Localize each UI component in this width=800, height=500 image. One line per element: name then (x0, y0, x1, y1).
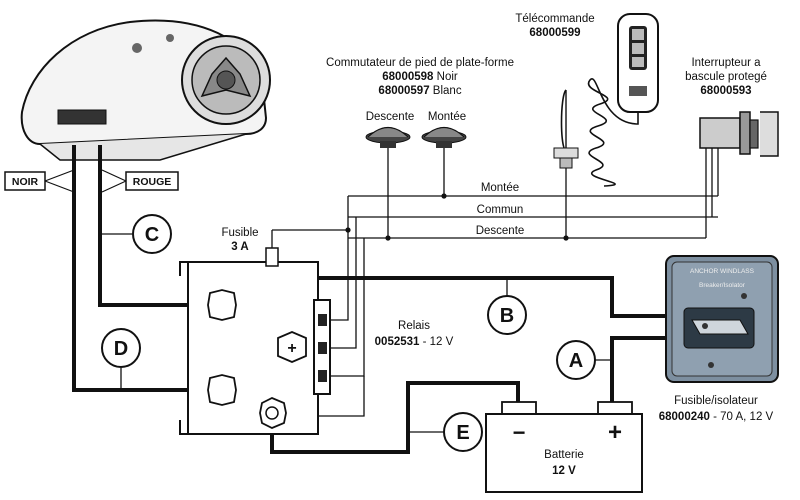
junction-dots (345, 193, 569, 241)
circle-label-e: E (408, 412, 483, 452)
wire-label-common: Commun (477, 204, 524, 216)
battery-voltage: 12 V (552, 465, 576, 477)
fuse-3a (265, 247, 279, 267)
circle-label-d: D (101, 328, 141, 390)
noir-label: NOIR (12, 176, 39, 188)
power-wiring (72, 145, 668, 454)
foot-switch-part-black: 68000598 Noir (382, 71, 458, 83)
battery-plus: + (608, 419, 622, 446)
foot-switch-part-white: 68000597 Blanc (378, 85, 461, 97)
relay-box: + (179, 261, 331, 435)
circle-label-a: A (556, 340, 612, 380)
breaker-label: Fusible/isolateur (674, 395, 758, 407)
wire-label-up: Montée (481, 182, 519, 194)
svg-text:E: E (456, 422, 469, 444)
noir-pointer (44, 169, 75, 193)
circle-label-b: B (487, 278, 527, 335)
wire-label-down: Descente (476, 225, 525, 237)
foot-switch-descente (365, 126, 411, 148)
foot-switch-montee (421, 126, 467, 148)
rouge-pointer (101, 169, 127, 193)
foot-switch-down-label: Descente (366, 111, 415, 123)
relay-part: 0052531 - 12 V (375, 336, 454, 348)
breaker-panel-title: ANCHOR WINDLASS (690, 268, 755, 275)
rouge-label: ROUGE (133, 176, 172, 188)
remote-title: Télécommande (515, 13, 594, 25)
breaker-part: 68000240 - 70 A, 12 V (659, 411, 774, 423)
breaker-panel-subtitle: Breaker/Isolator (699, 282, 746, 289)
foot-switch-title: Commutateur de pied de plate-forme (326, 57, 514, 69)
relay-label: Relais (398, 320, 430, 332)
circle-label-c: C (100, 214, 172, 254)
relay-terminal-c (207, 289, 237, 321)
battery-label: Batterie (544, 449, 584, 461)
breaker-isolator (665, 255, 779, 383)
fuse-rating: 3 A (231, 241, 248, 253)
remote-part: 68000599 (529, 27, 580, 39)
windlass-motor (20, 19, 271, 161)
foot-switch-up-label: Montée (428, 111, 466, 123)
svg-text:D: D (114, 338, 128, 360)
svg-text:+: + (287, 340, 296, 357)
relay-terminal-plus (277, 331, 307, 363)
remote-control (553, 13, 659, 187)
svg-text:B: B (500, 305, 514, 327)
fuse-label: Fusible (221, 227, 258, 239)
rocker-part: 68000593 (700, 85, 751, 97)
relay-terminal-d (207, 374, 237, 406)
svg-text:A: A (569, 350, 583, 372)
rocker-title-1: Interrupteur a (691, 57, 761, 69)
rocker-title-2: bascule protegé (685, 71, 767, 83)
battery (485, 401, 643, 493)
rocker-switch (699, 111, 779, 157)
svg-text:C: C (145, 224, 159, 246)
battery-minus: − (513, 420, 526, 445)
